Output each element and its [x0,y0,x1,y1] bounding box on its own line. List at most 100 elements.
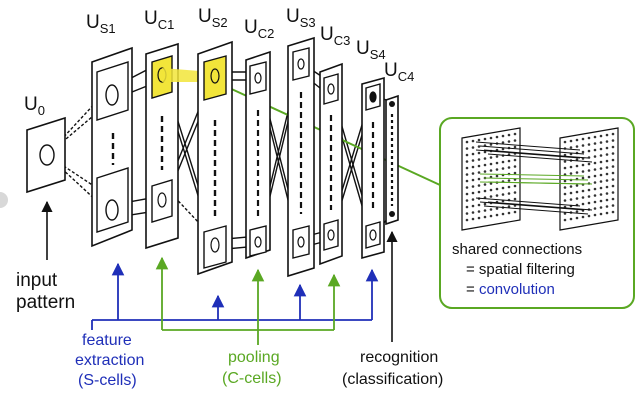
grid-dot [483,202,487,206]
feature-label-line1: feature [82,332,132,349]
grid-dot [581,176,585,180]
grid-dot [605,192,609,195]
grid-dot [605,185,609,189]
grid-dot [513,139,517,142]
grid-dot [587,162,591,166]
label-uc4: UC4 [384,60,414,84]
grid-dot [495,161,499,165]
grid-dot [605,211,609,215]
convolution-inset: shared connections = spatial filtering =… [439,117,635,309]
grid-dot [569,165,573,169]
grid-dot [471,152,475,156]
grid-dot [471,198,475,201]
grid-dot [489,214,493,218]
grid-dot [465,212,469,215]
grid-dot [563,160,567,163]
grid-dot [593,174,597,178]
grid-dot [507,179,511,182]
grid-dot [599,199,603,203]
grid-dot [477,151,481,155]
grid-dot [465,153,469,157]
layer-uc3 [319,62,343,266]
grid-dot [489,156,493,159]
grid-dot [593,155,597,158]
grid-dot [477,145,481,148]
layer-us1 [91,46,133,248]
grid-dot [569,185,573,188]
edge-tab [0,192,8,208]
grid-dot [507,211,511,215]
grid-dot [599,173,603,177]
grid-dot [611,145,615,149]
grid-dot [587,136,591,140]
grid-dot [569,191,573,195]
grid-dot [611,171,615,175]
grid-dot [581,137,585,141]
grid-dot [611,165,615,168]
grid-dot [513,191,517,194]
grid-dot [581,170,585,173]
grid-dot [477,190,481,194]
grid-dot [599,180,603,183]
grid-dot [501,212,505,216]
grid-dot [483,137,487,141]
grid-dot [611,191,615,194]
grid-dot [599,206,603,209]
grid-dot [471,191,475,195]
grid-dot [605,166,609,169]
grid-dot [611,139,615,142]
grid-dot [581,150,585,154]
grid-dot [465,166,469,170]
grid-dot [593,213,597,217]
recognition-label-line2: (classification) [342,371,443,388]
pooling-bracket [155,256,341,345]
grid-dot [507,205,511,208]
grid-dot [495,174,499,178]
grid-dot [507,133,511,137]
grid-dot [605,140,609,143]
grid-dot [605,146,609,150]
grid-dot [507,159,511,163]
grid-dot [569,217,573,221]
grid-dot [471,165,475,169]
grid-dot [495,207,499,210]
grid-dot [513,197,517,201]
grid-dot [501,193,505,196]
grid-dot [599,134,603,138]
label-us2: US2 [198,6,228,30]
grid-dot [507,192,511,195]
layer-uc2 [245,50,271,260]
grid-dot [483,215,487,219]
grid-dot [611,210,615,214]
grid-dot [563,186,567,189]
layer-us4 [361,76,385,260]
grid-dot [569,198,573,201]
grid-dot [501,134,505,138]
grid-dot [581,163,585,167]
grid-dot [465,205,469,209]
grid-dot [465,147,469,150]
label-us4: US4 [356,38,386,62]
grid-dot [489,208,493,211]
grid-dot [593,187,597,191]
grid-dot [581,196,585,199]
grid-dot [593,135,597,139]
grid-dot [489,195,493,198]
inset-line2: = spatial filtering [466,261,575,278]
grid-dot [495,194,499,197]
grid-dot [605,153,609,156]
grid-dot [465,186,469,189]
grid-dot [587,143,591,146]
grid-dot [587,201,591,205]
grid-dot [465,192,469,196]
grid-dot [477,184,481,187]
label-uc3: UC3 [320,24,350,48]
grid-dot [563,218,567,222]
grid-dot [569,139,573,143]
grid-dot [465,160,469,163]
grid-dot [611,204,615,207]
grid-dot [465,179,469,183]
grid-dot [611,158,615,162]
feature-label-line3: (S-cells) [78,372,137,389]
